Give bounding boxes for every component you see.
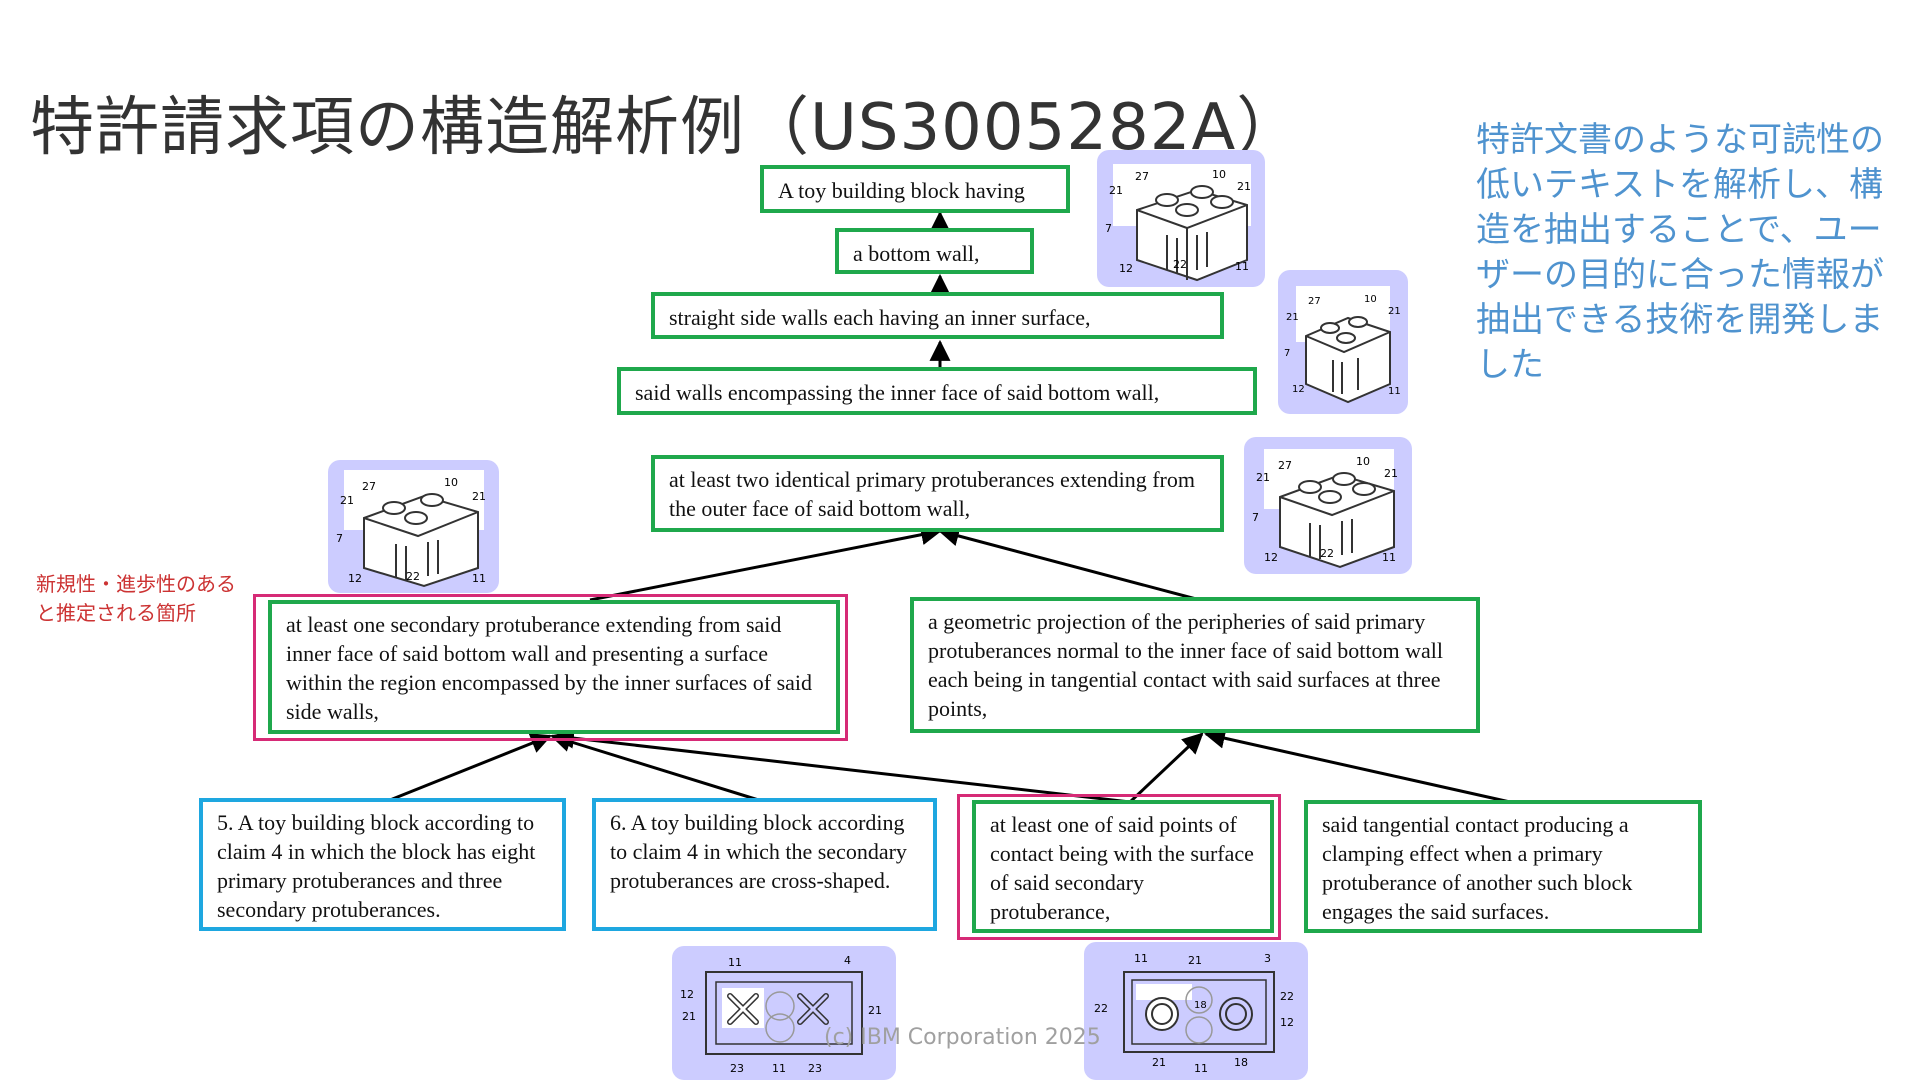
- figure-thumbnail-5: 11 4 12 21 21 23 11 23: [672, 946, 896, 1080]
- svg-text:12: 12: [1119, 262, 1133, 275]
- block-figure-icon: 27 10 21 21 7 12 22 11: [1252, 449, 1398, 569]
- svg-text:22: 22: [1280, 990, 1294, 1003]
- svg-text:10: 10: [1364, 294, 1377, 305]
- copyright-text: (c) IBM Corporation 2025: [824, 1025, 1101, 1050]
- block-figure-icon: 27 10 21 21 7 12 22 11: [336, 470, 486, 588]
- novelty-highlight-n10: [957, 794, 1281, 940]
- svg-text:21: 21: [1237, 180, 1251, 193]
- svg-text:10: 10: [444, 476, 458, 489]
- claim-node-side-walls: straight side walls each having an inner…: [651, 292, 1224, 339]
- svg-text:3: 3: [1264, 952, 1271, 965]
- svg-text:12: 12: [1264, 551, 1278, 564]
- edge-n8-n6: [384, 733, 552, 804]
- svg-text:21: 21: [1188, 954, 1202, 967]
- svg-text:11: 11: [1194, 1062, 1208, 1075]
- svg-text:10: 10: [1356, 455, 1370, 468]
- claim-node-preamble: A toy building block having: [760, 165, 1070, 213]
- page-title: 特許請求項の構造解析例（US3005282A）: [30, 91, 1302, 165]
- figure-thumbnail-6: 11 21 3 22 18 22 12 21 11 18: [1084, 942, 1308, 1080]
- svg-text:12: 12: [680, 988, 694, 1001]
- plan-figure-icon: 11 4 12 21 21 23 11 23: [680, 954, 882, 1075]
- figure-thumbnail-1: 27 10 21 21 7 12 22 11: [1097, 150, 1265, 287]
- claim-node-primary-protuberances: at least two identical primary protubera…: [651, 455, 1224, 532]
- svg-text:21: 21: [1286, 312, 1299, 323]
- svg-text:11: 11: [1134, 952, 1148, 965]
- svg-text:4: 4: [844, 954, 851, 967]
- edge-n10-n6: [552, 727, 1131, 804]
- svg-text:21: 21: [340, 494, 354, 507]
- svg-text:22: 22: [406, 570, 420, 583]
- svg-text:21: 21: [1388, 306, 1401, 317]
- svg-text:11: 11: [772, 1062, 786, 1075]
- svg-text:27: 27: [1135, 170, 1149, 183]
- plan-figure-icon: 11 21 3 22 18 22 12 21 11 18: [1094, 952, 1294, 1075]
- svg-text:21: 21: [1152, 1056, 1166, 1069]
- svg-text:21: 21: [1256, 471, 1270, 484]
- claim-node-claim-5: 5. A toy building block according to cla…: [199, 798, 566, 931]
- svg-text:12: 12: [348, 572, 362, 585]
- figure-thumbnail-4: 27 10 21 21 7 12 22 11: [328, 460, 499, 593]
- claim-node-geometric-projection: a geometric projection of the peripherie…: [910, 597, 1480, 733]
- claim-node-walls-encompassing: said walls encompassing the inner face o…: [617, 367, 1257, 415]
- svg-text:21: 21: [868, 1004, 882, 1017]
- claim-node-secondary-protuberance: at least one secondary protuberance exte…: [268, 600, 840, 734]
- svg-text:23: 23: [730, 1062, 744, 1075]
- svg-text:11: 11: [1382, 551, 1396, 564]
- svg-text:21: 21: [472, 490, 486, 503]
- svg-text:7: 7: [1252, 511, 1259, 524]
- svg-text:27: 27: [362, 480, 376, 493]
- svg-text:22: 22: [1094, 1002, 1108, 1015]
- svg-text:27: 27: [1308, 296, 1321, 307]
- svg-text:18: 18: [1234, 1056, 1248, 1069]
- description-text: 特許文書のような可読性の低いテキストを解析し、構造を抽出することで、ユーザーの目…: [1476, 120, 1884, 385]
- claim-node-bottom-wall: a bottom wall,: [835, 228, 1034, 274]
- edge-n7-n5: [937, 525, 1201, 602]
- svg-text:21: 21: [1384, 467, 1398, 480]
- svg-text:22: 22: [1173, 258, 1187, 271]
- svg-text:11: 11: [472, 572, 486, 585]
- svg-text:21: 21: [1109, 184, 1123, 197]
- edge-n9-n6: [549, 731, 766, 804]
- svg-text:21: 21: [682, 1010, 696, 1023]
- figure-thumbnail-3: 27 10 21 21 7 12 22 11: [1244, 437, 1412, 574]
- svg-text:10: 10: [1212, 168, 1226, 181]
- svg-text:23: 23: [808, 1062, 822, 1075]
- claim-node-claim-6: 6. A toy building block according to cla…: [592, 798, 937, 931]
- svg-text:7: 7: [1105, 222, 1112, 235]
- edge-n6-n5: [589, 524, 943, 602]
- claim-node-contact-point: at least one of said points of contact b…: [972, 800, 1274, 933]
- svg-text:7: 7: [336, 532, 343, 545]
- claim-node-clamping-effect: said tangential contact producing a clam…: [1304, 800, 1702, 933]
- svg-text:12: 12: [1292, 384, 1305, 395]
- svg-text:27: 27: [1278, 459, 1292, 472]
- novelty-note: 新規性・進歩性のあると推定される箇所: [36, 572, 236, 625]
- svg-text:11: 11: [1388, 386, 1401, 397]
- svg-text:12: 12: [1280, 1016, 1294, 1029]
- block-figure-icon: 27 10 21 21 7 12 22 11: [1105, 164, 1251, 282]
- svg-text:22: 22: [1320, 547, 1334, 560]
- block-figure-icon: 27 10 21 21 7 12 11: [1284, 286, 1401, 404]
- figure-thumbnail-2: 27 10 21 21 7 12 11: [1278, 270, 1408, 414]
- novelty-highlight-n6: [253, 594, 848, 741]
- edge-n11-n7: [1203, 727, 1511, 804]
- svg-text:18: 18: [1194, 1000, 1207, 1011]
- svg-text:7: 7: [1284, 348, 1290, 359]
- svg-text:11: 11: [1235, 260, 1249, 273]
- edge-n10-n7: [1128, 732, 1204, 804]
- svg-text:11: 11: [728, 956, 742, 969]
